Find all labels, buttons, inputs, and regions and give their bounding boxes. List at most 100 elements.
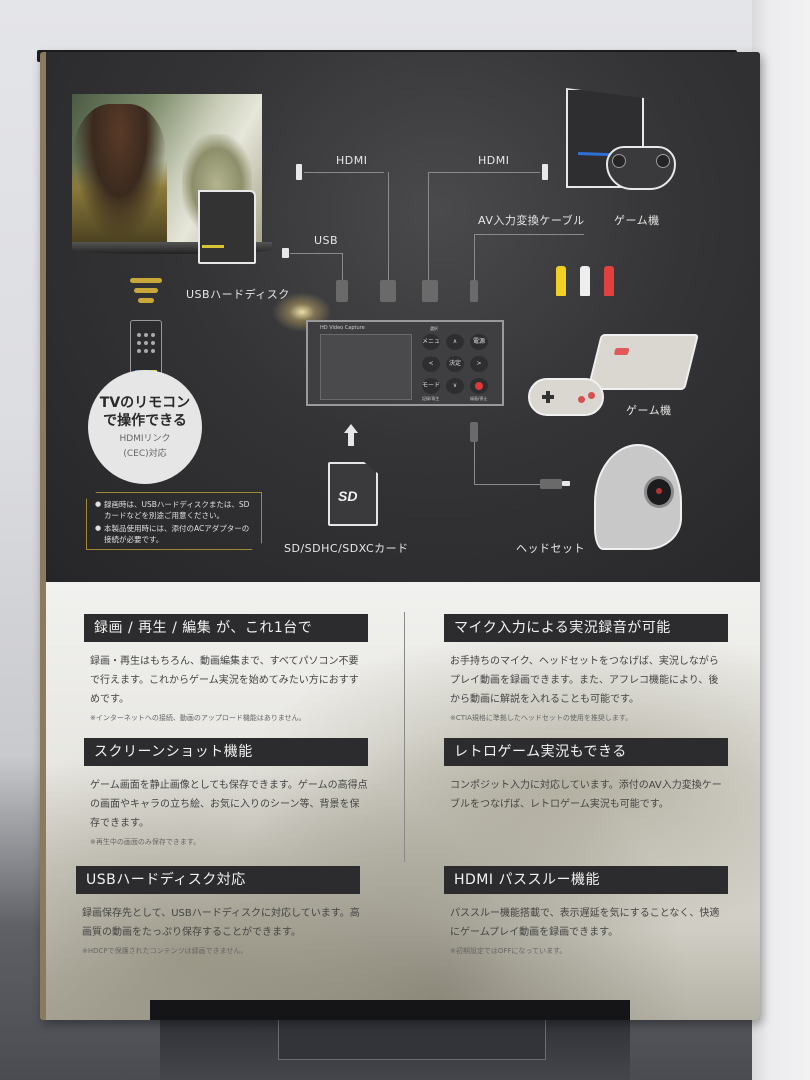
av-connector-icon <box>470 280 478 302</box>
product-box-back: USBハードディスク HDMI HDMI USB ゲーム機 AV入力変換ケーブル <box>40 52 760 1020</box>
feature-body: ゲーム画面を静止画像としても保存できます。ゲームの高得点の画面やキャラの立ち絵、… <box>90 780 368 829</box>
hdmi-connector-icon <box>422 280 438 302</box>
feature-body: 録画・再生はもちろん、動画編集まで、すべてパソコン不要で行えます。これからゲーム… <box>90 656 359 705</box>
usb-hdd-label: USBハードディスク <box>186 288 290 301</box>
headset-cable <box>474 484 540 485</box>
wireless-signal-icon <box>134 288 158 293</box>
analog-stick <box>612 154 626 168</box>
device-left-button: < <box>422 356 440 372</box>
box-bottom-flap <box>150 1000 630 1020</box>
b-button <box>588 392 595 399</box>
headphone-cup-icon <box>644 476 674 508</box>
hdmi-plug-icon <box>542 164 548 180</box>
sd-card-icon: SD <box>328 462 378 526</box>
remote-button <box>144 341 148 345</box>
feature-note: ※CTIA規格に準拠したヘッドセットの使用を推奨します。 <box>450 714 633 722</box>
record-dot-icon <box>475 382 483 390</box>
feature-recording: 録画 / 再生 / 編集 が、これ1台で 録画・再生はもちろん、動画編集まで、す… <box>84 614 368 723</box>
cec-sub-line1: HDMIリンク <box>119 434 171 444</box>
feature-retro-game: レトロゲーム実況もできる コンポジット入力に対応しています。添付のAV入力変換ケ… <box>444 738 728 814</box>
device-brand: HD Video Capture <box>320 325 365 331</box>
arrow-up-icon <box>344 424 358 446</box>
device-menu-button: メニュー <box>422 334 440 361</box>
feature-note: ※再生中の画面のみ保存できます。 <box>90 838 201 846</box>
headphone-accent <box>656 488 662 494</box>
gamepad-icon <box>606 146 676 190</box>
feature-usb-hdd: USBハードディスク対応 録画保存先として、USBハードディスクに対応しています… <box>76 866 360 956</box>
remote-button <box>151 349 155 353</box>
retro-controller-icon <box>528 378 604 416</box>
device-mode-button: モード <box>422 378 440 394</box>
headset-cable <box>474 432 475 484</box>
features-panel <box>46 582 760 1020</box>
rca-white-plug-icon <box>580 266 590 296</box>
remote-button <box>137 333 141 337</box>
feature-title: スクリーンショット機能 <box>84 738 368 766</box>
feature-body: 録画保存先として、USBハードディスクに対応しています。高画質の動画をたっぷり保… <box>82 908 360 938</box>
wireless-signal-icon <box>138 298 154 303</box>
hdmi-cable <box>428 172 429 280</box>
av-cable-label: AV入力変換ケーブル <box>478 214 585 227</box>
audio-plug-icon <box>470 422 478 442</box>
hdmi-right-label: HDMI <box>478 154 510 167</box>
feature-title: マイク入力による実況録音が可能 <box>444 614 728 642</box>
note-item: 本製品使用時には、添付のACアダプターの接続が必要です。 <box>95 523 253 545</box>
retro-console-icon <box>587 334 699 390</box>
rca-yellow-plug-icon <box>556 266 566 296</box>
feature-title: レトロゲーム実況もできる <box>444 738 728 766</box>
background-wall <box>752 0 810 1080</box>
cec-badge: TVのリモコン で操作できる HDMIリンク (CEC)対応 <box>88 370 202 484</box>
device-label: 選択 <box>430 326 438 331</box>
usb-hdd-icon <box>198 190 256 264</box>
device-label: 記録/再生 <box>422 396 440 401</box>
feature-screenshot: スクリーンショット機能 ゲーム画面を静止画像としても保存できます。ゲームの高得点… <box>84 738 368 847</box>
hdmi-cable <box>304 172 384 173</box>
cec-title-line2: で操作できる <box>103 413 187 429</box>
hdmi-left-label: HDMI <box>336 154 368 167</box>
hdmi-connector-icon <box>380 280 396 302</box>
device-up-button: ∧ <box>446 334 464 350</box>
cec-title-line1: TVのリモコン <box>99 395 191 411</box>
usb-cable <box>342 253 343 281</box>
analog-stick <box>656 154 670 168</box>
usb-connector-icon <box>336 280 348 302</box>
video-capture-device-icon: HD Video Capture 選択 メニュー ∧ 電源 < 決定 > モード… <box>306 320 504 406</box>
feature-mic-input: マイク入力による実況録音が可能 お手持ちのマイク、ヘッドセットをつなげば、実況し… <box>444 614 728 723</box>
feature-body: コンポジット入力に対応しています。添付のAV入力変換ケーブルをつなげば、レトロゲ… <box>450 780 722 810</box>
feature-body: お手持ちのマイク、ヘッドセットをつなげば、実況しながらプレイ動画を録画できます。… <box>450 656 719 705</box>
device-enter-button: 決定 <box>446 356 464 372</box>
remote-button <box>137 341 141 345</box>
sd-logo: SD <box>338 488 358 504</box>
feature-title: 録画 / 再生 / 編集 が、これ1台で <box>84 614 368 642</box>
column-divider <box>404 612 405 862</box>
feature-title: HDMI パススルー機能 <box>444 866 728 894</box>
connection-diagram: USBハードディスク HDMI HDMI USB ゲーム機 AV入力変換ケーブル <box>46 52 760 582</box>
usb-cable <box>290 253 342 254</box>
wireless-signal-icon <box>130 278 162 283</box>
audio-plug-icon <box>540 479 562 489</box>
device-power-button: 電源 <box>470 334 488 350</box>
hdmi-cable <box>428 172 540 173</box>
feature-hdmi-passthrough: HDMI パススルー機能 パススルー機能搭載で、表示遅延を気にすることなく、快適… <box>444 866 728 956</box>
device-record-button <box>470 378 488 394</box>
game-console-label: ゲーム機 <box>614 214 660 227</box>
usb-label: USB <box>314 234 339 247</box>
feature-body: パススルー機能搭載で、表示遅延を気にすることなく、快適にゲームプレイ動画を録画で… <box>450 908 720 938</box>
av-cable <box>474 234 475 280</box>
device-screen <box>320 334 412 400</box>
feature-note: ※インターネットへの接続、動画のアップロード機能はありません。 <box>90 714 306 722</box>
remote-button <box>144 333 148 337</box>
remote-button <box>151 341 155 345</box>
device-label: 録画/停止 <box>470 396 488 401</box>
console-power-button <box>613 348 630 355</box>
game-character-image <box>72 104 167 244</box>
remote-button <box>144 349 148 353</box>
feature-note: ※HDCPで保護されたコンテンツは録画できません。 <box>82 947 248 955</box>
headset-label: ヘッドセット <box>516 542 585 555</box>
a-button <box>578 396 585 403</box>
av-cable <box>474 234 584 235</box>
device-down-button: ∨ <box>446 378 464 394</box>
sd-card-label: SD/SDHC/SDXCカード <box>284 542 409 555</box>
retro-console-label: ゲーム機 <box>626 404 672 417</box>
usb-plug-icon <box>282 248 289 258</box>
